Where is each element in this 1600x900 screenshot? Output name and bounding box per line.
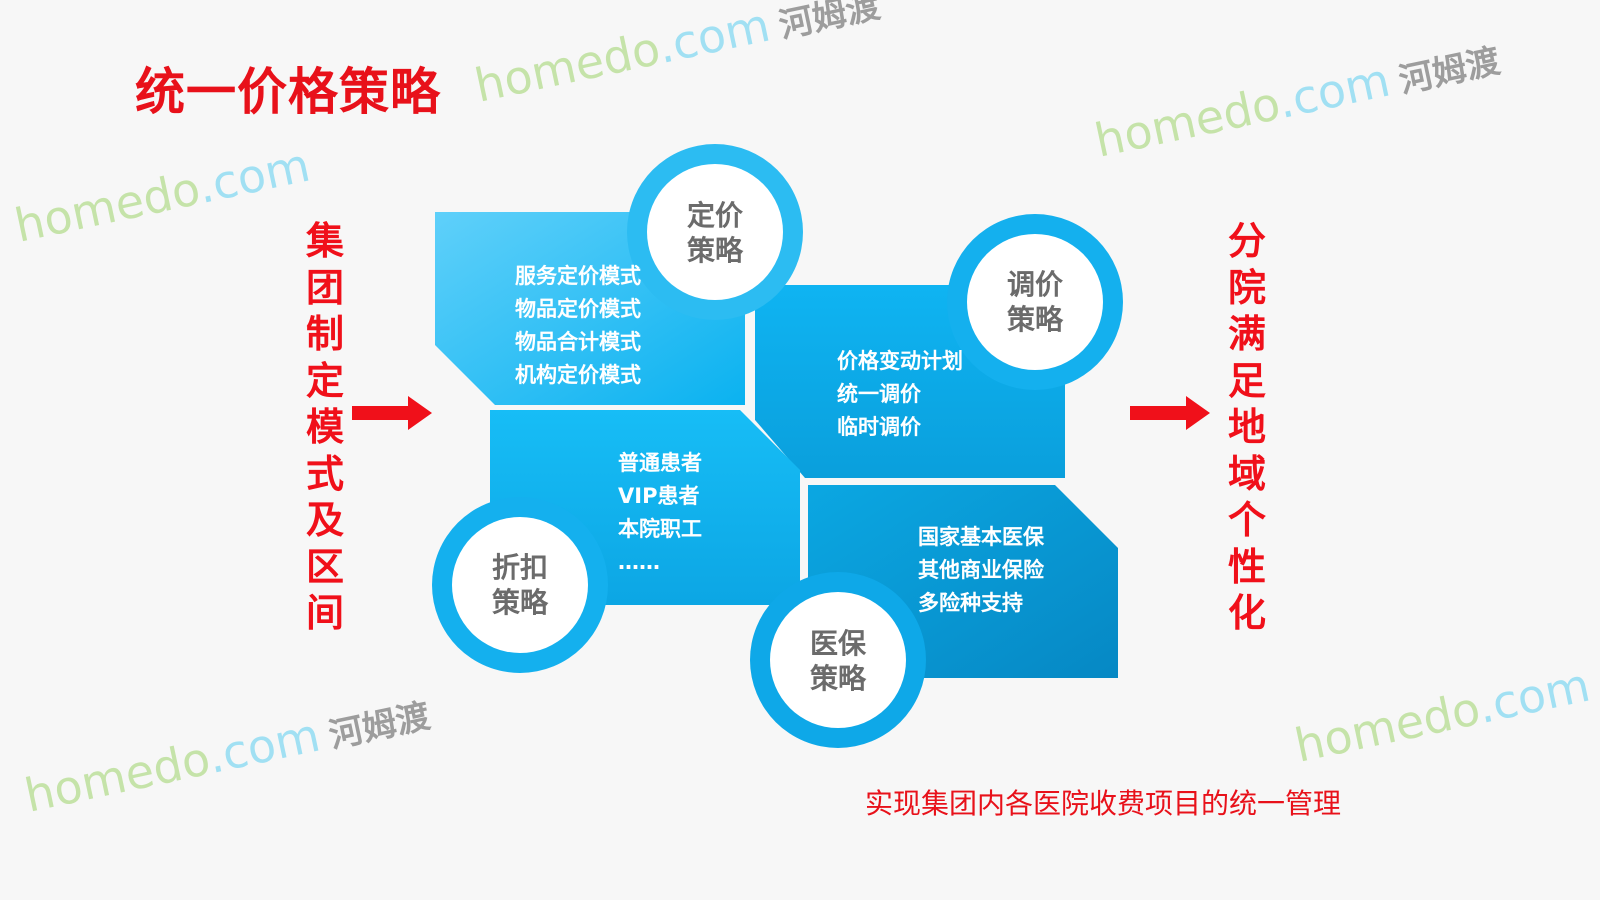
circle-label-pricing: 定价策略 bbox=[655, 198, 775, 268]
list-item: 其他商业保险 bbox=[918, 558, 1044, 582]
adjust-items: 价格变动计划 统一调价 临时调价 bbox=[837, 345, 963, 444]
label-line: 定价 bbox=[686, 199, 743, 232]
left-vertical-text: 集团制定模式及区间 bbox=[305, 219, 344, 635]
list-item: 服务定价模式 bbox=[515, 264, 641, 288]
list-item: 多险种支持 bbox=[918, 591, 1023, 615]
bottom-note: 实现集团内各医院收费项目的统一管理 bbox=[865, 787, 1342, 820]
list-item: 本院职工 bbox=[618, 517, 702, 541]
discount-items: 普通患者 VIP患者 本院职工 …… bbox=[618, 447, 702, 579]
label-line: 策略 bbox=[809, 662, 866, 695]
list-item: …… bbox=[618, 550, 660, 574]
label-line: 医保 bbox=[809, 627, 866, 660]
right-arrow-icon bbox=[352, 396, 432, 430]
circle-label-discount: 折扣策略 bbox=[460, 550, 580, 620]
label-line: 调价 bbox=[1006, 268, 1063, 301]
list-item: VIP患者 bbox=[618, 484, 700, 508]
list-item: 临时调价 bbox=[837, 415, 921, 439]
list-item: 物品定价模式 bbox=[515, 297, 641, 321]
circle-label-insurance: 医保策略 bbox=[778, 626, 898, 696]
list-item: 国家基本医保 bbox=[918, 525, 1044, 549]
ring-adjust-inner bbox=[967, 234, 1103, 370]
right-arrow-icon bbox=[1130, 396, 1210, 430]
list-item: 机构定价模式 bbox=[515, 363, 641, 387]
list-item: 统一调价 bbox=[837, 382, 921, 406]
label-line: 策略 bbox=[1006, 303, 1063, 336]
circle-label-adjust: 调价策略 bbox=[975, 267, 1095, 337]
label-line: 策略 bbox=[686, 234, 743, 267]
ring-insurance-inner bbox=[770, 592, 906, 728]
ring-discount-inner bbox=[452, 517, 588, 653]
page-title: 统一价格策略 bbox=[135, 63, 441, 121]
list-item: 价格变动计划 bbox=[837, 349, 963, 373]
list-item: 物品合计模式 bbox=[515, 330, 641, 354]
pricing-items: 服务定价模式 物品定价模式 物品合计模式 机构定价模式 bbox=[515, 260, 641, 392]
list-item: 普通患者 bbox=[618, 451, 702, 475]
right-vertical-text: 分院满足地域个性化 bbox=[1227, 219, 1266, 635]
insurance-items: 国家基本医保 其他商业保险 多险种支持 bbox=[918, 521, 1044, 620]
ring-pricing-inner bbox=[647, 164, 783, 300]
label-line: 折扣 bbox=[491, 551, 548, 584]
label-line: 策略 bbox=[491, 586, 548, 619]
